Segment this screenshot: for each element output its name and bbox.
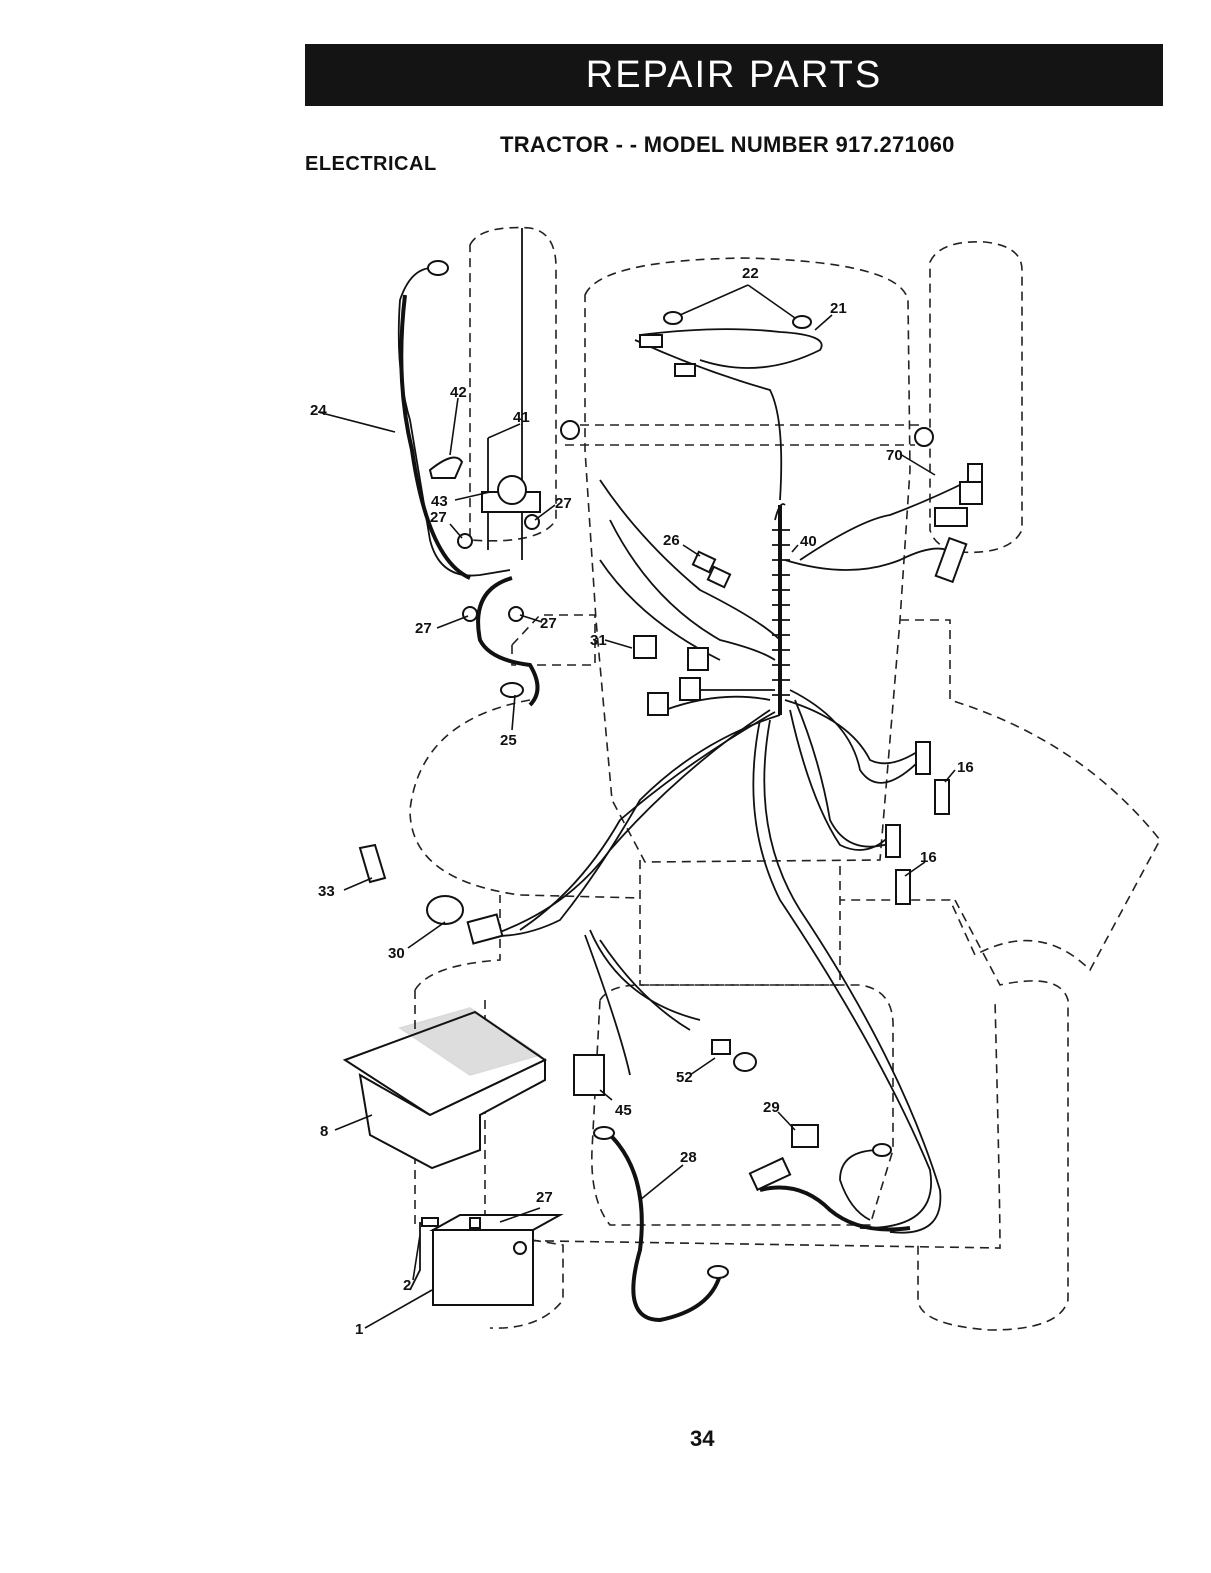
battery-terminal [514,1242,526,1254]
harness-plug-upper [916,742,930,774]
relay-70 [960,482,982,504]
connector-block-1 [688,648,708,670]
ring-terminal-24 [428,261,448,275]
light-52 [734,1053,756,1071]
callout-27e: 27 [536,1189,553,1206]
nut-27d [509,607,523,621]
switch-29 [792,1125,818,1147]
ring-terminal-28a [594,1127,614,1139]
ring-terminal-cable [873,1144,891,1156]
nut-battery [470,1218,480,1228]
bulb-left [664,312,682,324]
switch-16-lower [896,870,910,904]
socket-70 [936,538,967,582]
callout-30: 30 [388,945,405,962]
callout-2: 2 [403,1277,411,1294]
callout-16a: 16 [957,759,974,776]
ring-terminal-28b [708,1266,728,1278]
nut-27c [463,607,477,621]
plug-70 [935,508,967,526]
callout-27d: 27 [540,615,557,632]
callout-24: 24 [310,402,327,419]
bolt-2 [422,1218,438,1226]
key-33 [360,845,385,882]
page-number: 34 [690,1426,714,1452]
callout-21: 21 [830,300,847,317]
battery-1 [433,1230,533,1305]
bulb-right [793,316,811,328]
callout-8: 8 [320,1123,328,1140]
callout-43: 43 [431,493,448,510]
callout-40: 40 [800,533,817,550]
callout-1: 1 [355,1321,363,1338]
callout-25: 25 [500,732,517,749]
callout-45: 45 [615,1102,632,1119]
ignition-clip [430,458,462,479]
connector-block-3 [648,693,668,715]
callout-28: 28 [680,1149,697,1166]
callout-41: 41 [513,409,530,426]
connector-70 [968,464,982,482]
callout-27c: 27 [415,620,432,637]
callout-33: 33 [318,883,335,900]
grommet-left [561,421,579,439]
callout-26: 26 [663,532,680,549]
module-45 [574,1055,604,1095]
starter-solenoid [498,476,526,504]
connector-52 [712,1040,730,1054]
ring-terminal-25 [501,683,523,697]
connector-block-2 [680,678,700,700]
ignition-connector [468,914,503,943]
callout-70: 70 [886,447,903,464]
relay-31 [634,636,656,658]
nut-27b [525,515,539,529]
connector-top [640,335,662,347]
ignition-switch-30 [427,896,463,924]
harness-plug-lower [886,825,900,857]
callout-42: 42 [450,384,467,401]
battery-top [433,1215,560,1230]
callout-29: 29 [763,1099,780,1116]
callout-27a: 27 [430,509,447,526]
callout-16b: 16 [920,849,937,866]
callout-27b: 27 [555,495,572,512]
connector-top-2 [675,364,695,376]
callout-31: 31 [590,632,607,649]
callout-52: 52 [676,1069,693,1086]
grommet-right [915,428,933,446]
callout-22: 22 [742,265,759,282]
switch-16-upper [935,780,949,814]
plug-29 [750,1158,790,1190]
